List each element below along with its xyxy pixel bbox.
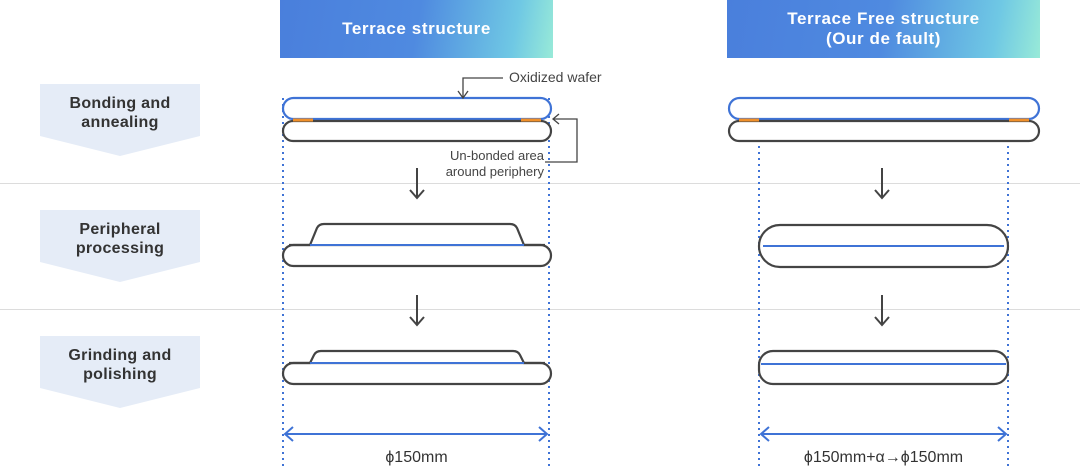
- unbonded-area-label-line1: Un-bonded area: [450, 148, 544, 163]
- step-chevron-shape: [40, 336, 200, 408]
- support-wafer-bottom: [281, 361, 553, 386]
- step-label-line2: annealing: [81, 114, 159, 131]
- step-chevron-shape: [40, 210, 200, 282]
- terrace-processed-wafer: [281, 222, 553, 268]
- terrace-structure-header: Terrace structure: [280, 0, 553, 58]
- terrace-free-structure-subtitle: (Our de fault): [825, 29, 942, 48]
- step-grinding-polishing: Grinding and polishing: [40, 336, 200, 408]
- diameter-guide-lines: [282, 98, 1009, 468]
- oxidized-wafer-label: Oxidized wafer: [509, 69, 602, 85]
- support-wafer-bottom: [281, 119, 553, 143]
- oxidized-wafer-top: [281, 96, 553, 121]
- diameter-label-left: ϕ150mm: [385, 449, 448, 466]
- oxidized-wafer-arrowhead: [457, 90, 469, 100]
- step-chevron-shape: [40, 84, 200, 156]
- terrace-polished-wafer: [281, 349, 553, 386]
- terrace-structure-title: Terrace structure: [342, 19, 491, 38]
- terrace-free-structure-title: Terrace Free structure: [787, 9, 980, 28]
- diameter-arrow-left: [283, 426, 549, 442]
- row-separator: [0, 183, 1080, 184]
- step-bonding-annealing: Bonding and annealing: [40, 84, 200, 156]
- terrace-free-structure-header: Terrace Free structure (Our de fault): [727, 0, 1040, 58]
- terrace-free-polished-wafer: [757, 349, 1010, 386]
- terrace-thin-layer: [289, 349, 545, 365]
- polished-wafer-stack: [757, 349, 1010, 386]
- process-arrow: [409, 295, 425, 327]
- unbonded-area-label: Un-bonded area around periphery: [400, 148, 544, 180]
- process-arrow: [874, 295, 890, 327]
- step-label-line1: Grinding and: [68, 347, 172, 364]
- row-separator: [0, 309, 1080, 310]
- terrace-top-layer: [289, 222, 545, 247]
- process-arrow: [874, 168, 890, 200]
- step-label-line1: Bonding and: [69, 95, 171, 112]
- unbonded-area-arrowhead: [551, 113, 560, 125]
- step-peripheral-processing: Peripheral processing: [40, 210, 200, 282]
- step-label-line2: processing: [75, 240, 165, 257]
- diameter-arrow-right: [759, 426, 1008, 442]
- process-arrow: [409, 168, 425, 200]
- oxidized-wafer-leader: [462, 77, 503, 98]
- unbonded-area-leader: [545, 118, 578, 163]
- terrace-free-bonded-wafer-stack: [727, 96, 1041, 143]
- unbonded-area-label-line2: around periphery: [445, 164, 544, 179]
- oxidized-wafer-top: [727, 96, 1041, 121]
- support-wafer-bottom: [281, 243, 553, 268]
- step-label-line2: polishing: [83, 366, 157, 383]
- terrace-bonded-wafer-stack: [281, 96, 553, 143]
- terrace-free-processed-wafer: [757, 223, 1010, 269]
- support-wafer-bottom: [727, 119, 1041, 143]
- step-label-line1: Peripheral: [79, 221, 161, 238]
- diameter-label-right: ϕ150mm+α→ϕ150mm: [803, 449, 964, 466]
